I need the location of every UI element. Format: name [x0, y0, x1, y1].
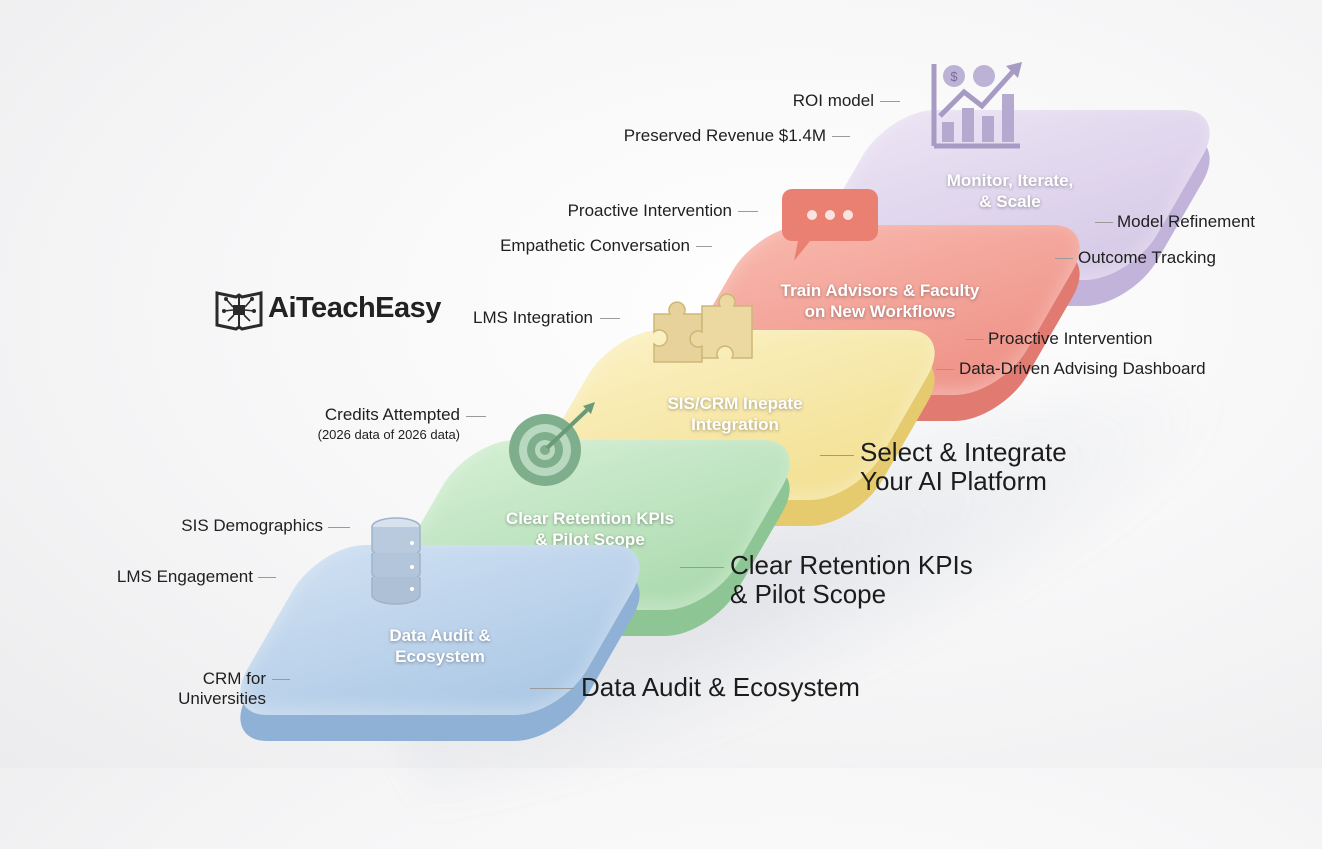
step-integrate-platform: SIS/CRM Inepate Integration — [515, 330, 955, 526]
step-label: SIS/CRM Inepate — [667, 394, 803, 413]
note-credits-attempted: Credits Attempted (2026 data of 2026 dat… — [317, 405, 460, 442]
step-label: Monitor, Iterate, — [946, 171, 1074, 190]
title-data-audit: Data Audit & Ecosystem — [581, 672, 860, 702]
step-label: Integration — [691, 415, 779, 434]
note-proactive-intervention-right: Proactive Intervention — [988, 329, 1153, 348]
brand-logo: AiTeachEasy — [214, 285, 441, 331]
step-label: Ecosystem — [395, 647, 485, 666]
note-outcome-tracking: Outcome Tracking — [1078, 248, 1216, 267]
note-proactive-intervention-left: Proactive Intervention — [567, 201, 732, 220]
step-label: & Scale — [979, 192, 1041, 211]
step-retention-kpis: Clear Retention KPIs & Pilot Scope — [370, 440, 810, 636]
step-train-advisors: Train Advisors & Faculty on New Workflow… — [660, 225, 1100, 421]
note-roi-model: ROI model — [792, 91, 874, 110]
puzzle-icon — [653, 293, 753, 363]
note-preserved-revenue: Preserved Revenue $1.4M — [623, 126, 826, 145]
roadmap-diagram: AiTeachEasy Monitor, Iterate, & Scale Tr… — [116, 62, 1276, 849]
book-circuit-icon — [215, 291, 263, 331]
title-retention-kpis: Clear Retention KPIs & Pilot Scope — [730, 550, 973, 609]
database-icon — [371, 517, 421, 605]
note-advising-dashboard: Data-Driven Advising Dashboard — [959, 359, 1206, 378]
step-label: on New Workflows — [804, 302, 956, 321]
step-monitor-scale: Monitor, Iterate, & Scale — [790, 110, 1230, 306]
step-label: Train Advisors & Faculty — [780, 281, 980, 300]
note-empathetic-conversation: Empathetic Conversation — [500, 236, 690, 255]
note-lms-integration: LMS Integration — [472, 308, 593, 327]
brand-name: AiTeachEasy — [268, 291, 441, 324]
svg-text:$: $ — [950, 69, 958, 84]
note-crm-universities: CRM for Universities — [178, 669, 266, 708]
target-icon — [509, 402, 595, 486]
note-model-refinement: Model Refinement — [1117, 212, 1255, 231]
step-label: Clear Retention KPIs — [505, 509, 675, 528]
step-label: Data Audit & — [389, 626, 491, 645]
title-select-integrate: Select & Integrate Your AI Platform — [860, 437, 1067, 496]
note-sis-demographics: SIS Demographics — [181, 516, 323, 535]
note-lms-engagement: LMS Engagement — [116, 567, 253, 586]
step-label: & Pilot Scope — [535, 530, 645, 549]
step-data-audit: Data Audit & Ecosystem — [220, 545, 660, 741]
growth-chart-icon: $ — [931, 62, 1022, 149]
chat-bubble-icon — [782, 189, 878, 261]
